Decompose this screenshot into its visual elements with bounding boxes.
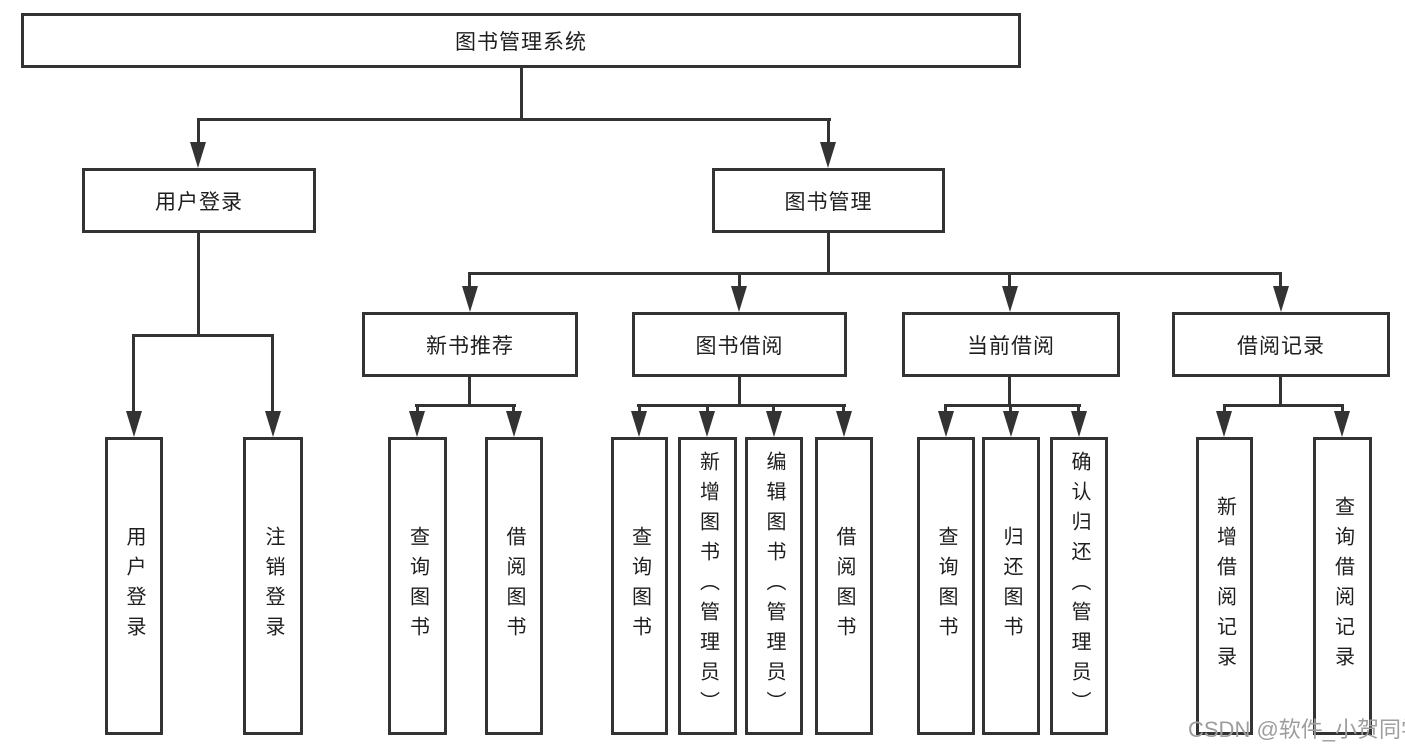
node-label-borrow-record: 借阅记录 — [1237, 334, 1325, 358]
arrow-down-icon — [1216, 411, 1232, 437]
arrow-down-icon — [462, 286, 478, 312]
leaf-box-add-borrow-record: 新增借阅记录 — [1196, 437, 1253, 735]
leaf-label-confirm-return-admin: 确认归还（管理员） — [1068, 451, 1090, 721]
connector-borrow-record-crossbar — [1223, 404, 1344, 407]
connector-to-borrow-record-stem — [1279, 272, 1282, 289]
connector-leaf-stem — [842, 404, 845, 414]
arrow-down-icon — [731, 286, 747, 312]
node-box-borrow-record: 借阅记录 — [1172, 312, 1390, 377]
leaf-label-query-borrow-record: 查询借阅记录 — [1331, 496, 1354, 676]
leaf-label-edit-book-admin: 编辑图书（管理员） — [763, 451, 785, 721]
connector-leaf-stem — [1077, 404, 1080, 414]
node-label-book-borrow: 图书借阅 — [695, 334, 784, 358]
connector-leaf-stem — [512, 404, 515, 414]
csdn-watermark: CSDN @软件_小贺同学 — [1188, 717, 1405, 742]
leaf-box-confirm-return-admin: 确认归还（管理员） — [1050, 437, 1108, 735]
leaf-box-borrow-book-recommend: 借阅图书 — [485, 437, 543, 735]
leaf-label-user-login: 用户登录 — [123, 526, 145, 646]
arrow-down-icon — [766, 411, 782, 437]
arrow-down-icon — [836, 411, 852, 437]
arrow-down-icon — [1071, 411, 1087, 437]
connector-to-user-login-stem — [197, 118, 200, 145]
leaf-box-logout: 注销登录 — [243, 437, 303, 735]
node-box-user-login: 用户登录 — [82, 168, 316, 233]
arrow-down-icon — [820, 142, 836, 168]
arrow-down-icon — [1002, 286, 1018, 312]
connector-leaf-stem — [638, 404, 641, 414]
node-label-library-system: 图书管理系统 — [455, 30, 587, 54]
node-label-book-management: 图书管理 — [784, 190, 873, 214]
leaf-label-logout: 注销登录 — [262, 526, 284, 646]
leaf-box-user-login: 用户登录 — [105, 437, 163, 735]
leaf-label-query-book-current: 查询图书 — [935, 526, 957, 646]
leaf-box-query-book-current: 查询图书 — [917, 437, 975, 735]
arrow-down-icon — [409, 411, 425, 437]
connector-user-login-crossbar — [132, 334, 274, 337]
connector-book-mgmt-crossbar — [468, 272, 1282, 275]
arrow-down-icon — [1273, 286, 1289, 312]
arrow-down-icon — [265, 411, 281, 437]
leaf-label-borrow-book-recommend: 借阅图书 — [503, 526, 525, 646]
connector-leaf-stem — [1009, 404, 1012, 414]
leaf-label-borrow-book: 借阅图书 — [833, 526, 855, 646]
leaf-label-add-book-admin: 新增图书（管理员） — [696, 451, 719, 721]
connector-leaf-stem — [416, 404, 419, 414]
connector-leaf-stem — [1223, 404, 1226, 414]
leaf-label-query-book-recommend: 查询图书 — [406, 526, 429, 646]
connector-book-mgmt-stem — [827, 233, 830, 275]
connector-current-borrow-stem2 — [1008, 377, 1011, 407]
node-box-book-borrow: 图书借阅 — [632, 312, 847, 377]
arrow-down-icon — [631, 411, 647, 437]
leaf-label-add-borrow-record: 新增借阅记录 — [1213, 496, 1236, 676]
connector-borrow-record-stem2 — [1279, 377, 1282, 407]
connector-to-leaf-login-stem — [132, 334, 135, 414]
connector-current-borrow-crossbar — [944, 404, 1081, 407]
node-label-current-borrow: 当前借阅 — [967, 334, 1055, 358]
arrow-down-icon — [938, 411, 954, 437]
connector-leaf-stem — [706, 404, 709, 414]
node-box-current-borrow: 当前借阅 — [902, 312, 1120, 377]
leaf-box-borrow-book: 借阅图书 — [815, 437, 873, 735]
connector-new-book-stem — [468, 377, 471, 407]
connector-root-stem — [520, 68, 523, 121]
connector-to-book-mgmt-stem — [827, 118, 830, 145]
node-label-new-book-recommend: 新书推荐 — [426, 334, 514, 358]
connector-root-crossbar — [197, 118, 831, 121]
leaf-box-query-book-recommend: 查询图书 — [388, 437, 447, 735]
connector-leaf-stem — [1341, 404, 1344, 414]
node-label-user-login: 用户登录 — [155, 190, 243, 214]
leaf-box-query-borrow-record: 查询借阅记录 — [1313, 437, 1372, 735]
arrow-down-icon — [506, 411, 522, 437]
leaf-label-query-book-borrow: 查询图书 — [628, 526, 651, 646]
connector-book-borrow-crossbar — [637, 404, 846, 407]
arrow-down-icon — [1334, 411, 1350, 437]
node-box-library-system: 图书管理系统 — [21, 13, 1021, 68]
connector-to-leaf-logout-stem — [271, 334, 274, 414]
connector-new-book-crossbar — [415, 404, 516, 407]
connector-leaf-stem — [772, 404, 775, 414]
connector-to-current-borrow-stem — [1008, 272, 1011, 289]
connector-book-borrow-stem2 — [738, 377, 741, 407]
node-box-book-management: 图书管理 — [712, 168, 945, 233]
arrow-down-icon — [126, 411, 142, 437]
leaf-label-return-book: 归还图书 — [1000, 526, 1022, 646]
leaf-box-add-book-admin: 新增图书（管理员） — [678, 437, 737, 735]
connector-to-new-book-stem — [468, 272, 471, 289]
arrow-down-icon — [1003, 411, 1019, 437]
connector-to-book-borrow-stem — [738, 272, 741, 289]
arrow-down-icon — [699, 411, 715, 437]
connector-user-login-stem — [197, 233, 200, 337]
node-box-new-book-recommend: 新书推荐 — [362, 312, 578, 377]
leaf-box-query-book-borrow: 查询图书 — [611, 437, 668, 735]
arrow-down-icon — [190, 142, 206, 168]
connector-leaf-stem — [944, 404, 947, 414]
leaf-box-edit-book-admin: 编辑图书（管理员） — [745, 437, 803, 735]
leaf-box-return-book: 归还图书 — [982, 437, 1040, 735]
